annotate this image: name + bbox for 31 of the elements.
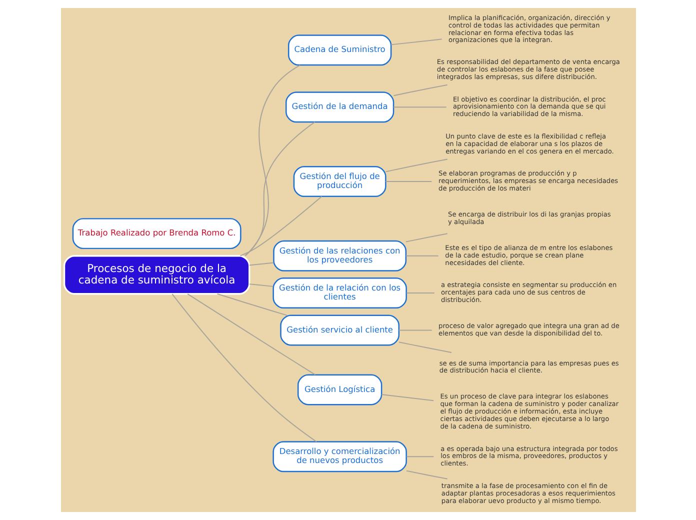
connector — [186, 293, 316, 376]
node-box: Gestión servicio al cliente — [280, 314, 400, 346]
connector — [405, 255, 438, 256]
connector — [248, 284, 274, 287]
connector — [216, 293, 287, 316]
node-box: Gestión de las relaciones con los proveedores — [272, 240, 406, 272]
node-box: Desarrollo y comercialización de nuevos productos — [272, 441, 406, 472]
connector — [398, 342, 452, 353]
node-box: Gestión Logística — [296, 374, 382, 406]
connector — [248, 262, 274, 266]
connector — [244, 64, 300, 256]
node-box: Gestión de la relación con los clientes — [272, 278, 406, 309]
connector — [380, 394, 434, 402]
node-box: Gestión del flujo de producción — [292, 166, 386, 197]
connector — [390, 38, 442, 46]
connector — [171, 294, 316, 442]
connector — [384, 158, 448, 172]
connector — [384, 181, 432, 182]
connector — [406, 456, 434, 458]
node-box: Procesos de negocio de la cadena de suministro avícola — [62, 255, 250, 295]
connector — [239, 196, 322, 256]
connector — [392, 106, 446, 108]
connector — [392, 84, 448, 96]
connector — [405, 470, 448, 480]
connector — [398, 330, 432, 331]
connector — [404, 233, 448, 242]
connector — [244, 122, 315, 256]
connector — [406, 292, 434, 294]
node-box: Trabajo Realizado por Brenda Romo C. — [72, 218, 241, 250]
node-box: Gestión de la demanda — [285, 92, 394, 123]
node-box: Cadena de Suministro — [287, 34, 392, 66]
